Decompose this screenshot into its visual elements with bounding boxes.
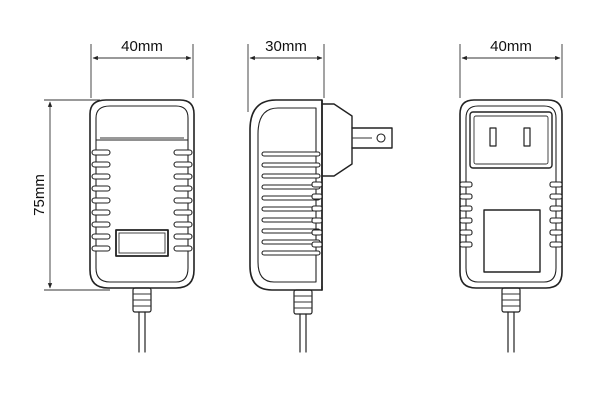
prong-right (523, 127, 531, 147)
back-cord (501, 287, 521, 353)
front-label-window (115, 229, 169, 257)
prong-left (489, 127, 497, 147)
plug-plate (469, 111, 553, 169)
back-left-vents (459, 181, 473, 248)
side-width-label: 30mm (265, 38, 307, 55)
front-width-label: 40mm (121, 38, 163, 55)
side-edge-vents (311, 181, 323, 248)
front-cord (132, 287, 152, 353)
front-right-vents (173, 149, 193, 252)
side-vents (261, 151, 321, 256)
side-view: 30mm (247, 38, 393, 353)
back-right-vents (549, 181, 563, 248)
back-label-area (483, 209, 541, 273)
back-width-label: 40mm (490, 38, 532, 55)
back-view: 40mm (459, 38, 563, 353)
front-view: 40mm 75mm (31, 38, 195, 353)
side-cord (293, 289, 313, 353)
front-left-vents (91, 149, 111, 252)
height-label: 75mm (31, 174, 48, 216)
